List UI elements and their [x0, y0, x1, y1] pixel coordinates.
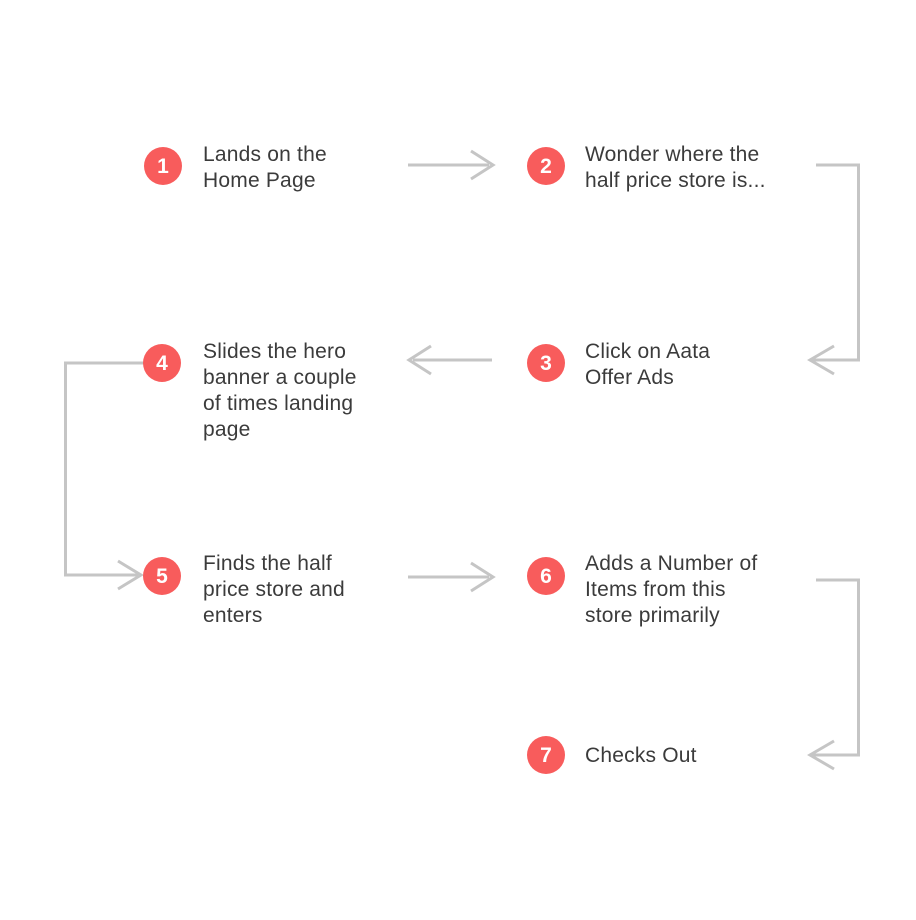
step-5-badge: 5 — [143, 557, 181, 595]
connector-3-4 — [406, 344, 492, 376]
arrowhead-left-icon — [406, 344, 432, 376]
step-4-badge: 4 — [143, 344, 181, 382]
connector-5-6 — [408, 561, 496, 593]
connector-4-5 — [64, 361, 145, 591]
arrowhead-right-icon — [117, 559, 144, 591]
step-7-label: Checks Out — [585, 744, 697, 767]
connector-line — [812, 163, 860, 362]
connector-6-7 — [807, 578, 860, 771]
step-5-label: Finds the half price store and enters — [203, 552, 345, 627]
step-7-badge: 7 — [527, 736, 565, 774]
arrowhead-right-icon — [470, 149, 496, 181]
step-2-badge: 2 — [527, 147, 565, 185]
connector-line — [64, 361, 145, 577]
connector-1-2 — [408, 149, 496, 181]
step-3-label: Click on Aata Offer Ads — [585, 340, 711, 389]
arrowhead-left-icon — [807, 739, 835, 771]
step-1-label: Lands on the Home Page — [203, 143, 327, 192]
connector-line — [812, 578, 860, 757]
arrowhead-left-icon — [807, 344, 835, 376]
step-6-badge: 6 — [527, 557, 565, 595]
step-3-badge: 3 — [527, 344, 565, 382]
step-1-badge: 1 — [144, 147, 182, 185]
step-4-label: Slides the hero banner a couple of times… — [203, 340, 357, 441]
step-6-label: Adds a Number of Items from this store p… — [585, 552, 758, 627]
arrowhead-right-icon — [470, 561, 496, 593]
step-2-label: Wonder where the half price store is... — [585, 143, 766, 192]
connector-2-3 — [807, 163, 860, 376]
